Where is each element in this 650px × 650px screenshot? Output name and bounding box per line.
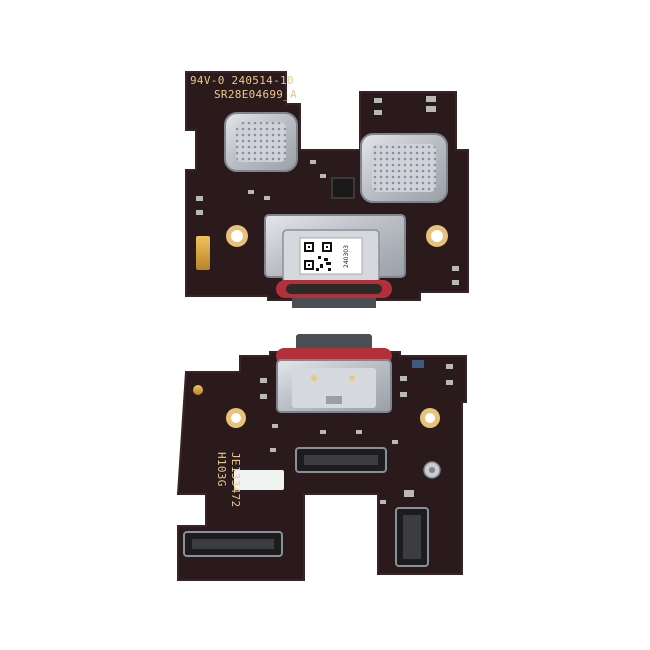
smd-components	[196, 96, 459, 285]
qr-label-text: 240303	[343, 245, 350, 268]
bottom-charging-board: JE133472 H103G	[176, 334, 467, 581]
bottom-board-marking-2: H103G	[215, 452, 228, 487]
top-charging-board: 94V-0 240514-10 SR28E04699_A	[185, 71, 469, 308]
gold-contact	[193, 385, 203, 395]
usb-c-port	[296, 334, 372, 350]
smd-components	[260, 360, 453, 504]
ic-chip	[331, 177, 355, 199]
gold-pad	[196, 236, 210, 270]
top-board-marking-2: SR28E04699_A	[214, 88, 297, 101]
bottom-board-marking-1: JE133472	[229, 452, 242, 507]
qr-code-icon	[304, 242, 332, 271]
label-sticker	[234, 470, 284, 490]
top-board-marking-1: 94V-0 240514-10	[190, 74, 294, 87]
